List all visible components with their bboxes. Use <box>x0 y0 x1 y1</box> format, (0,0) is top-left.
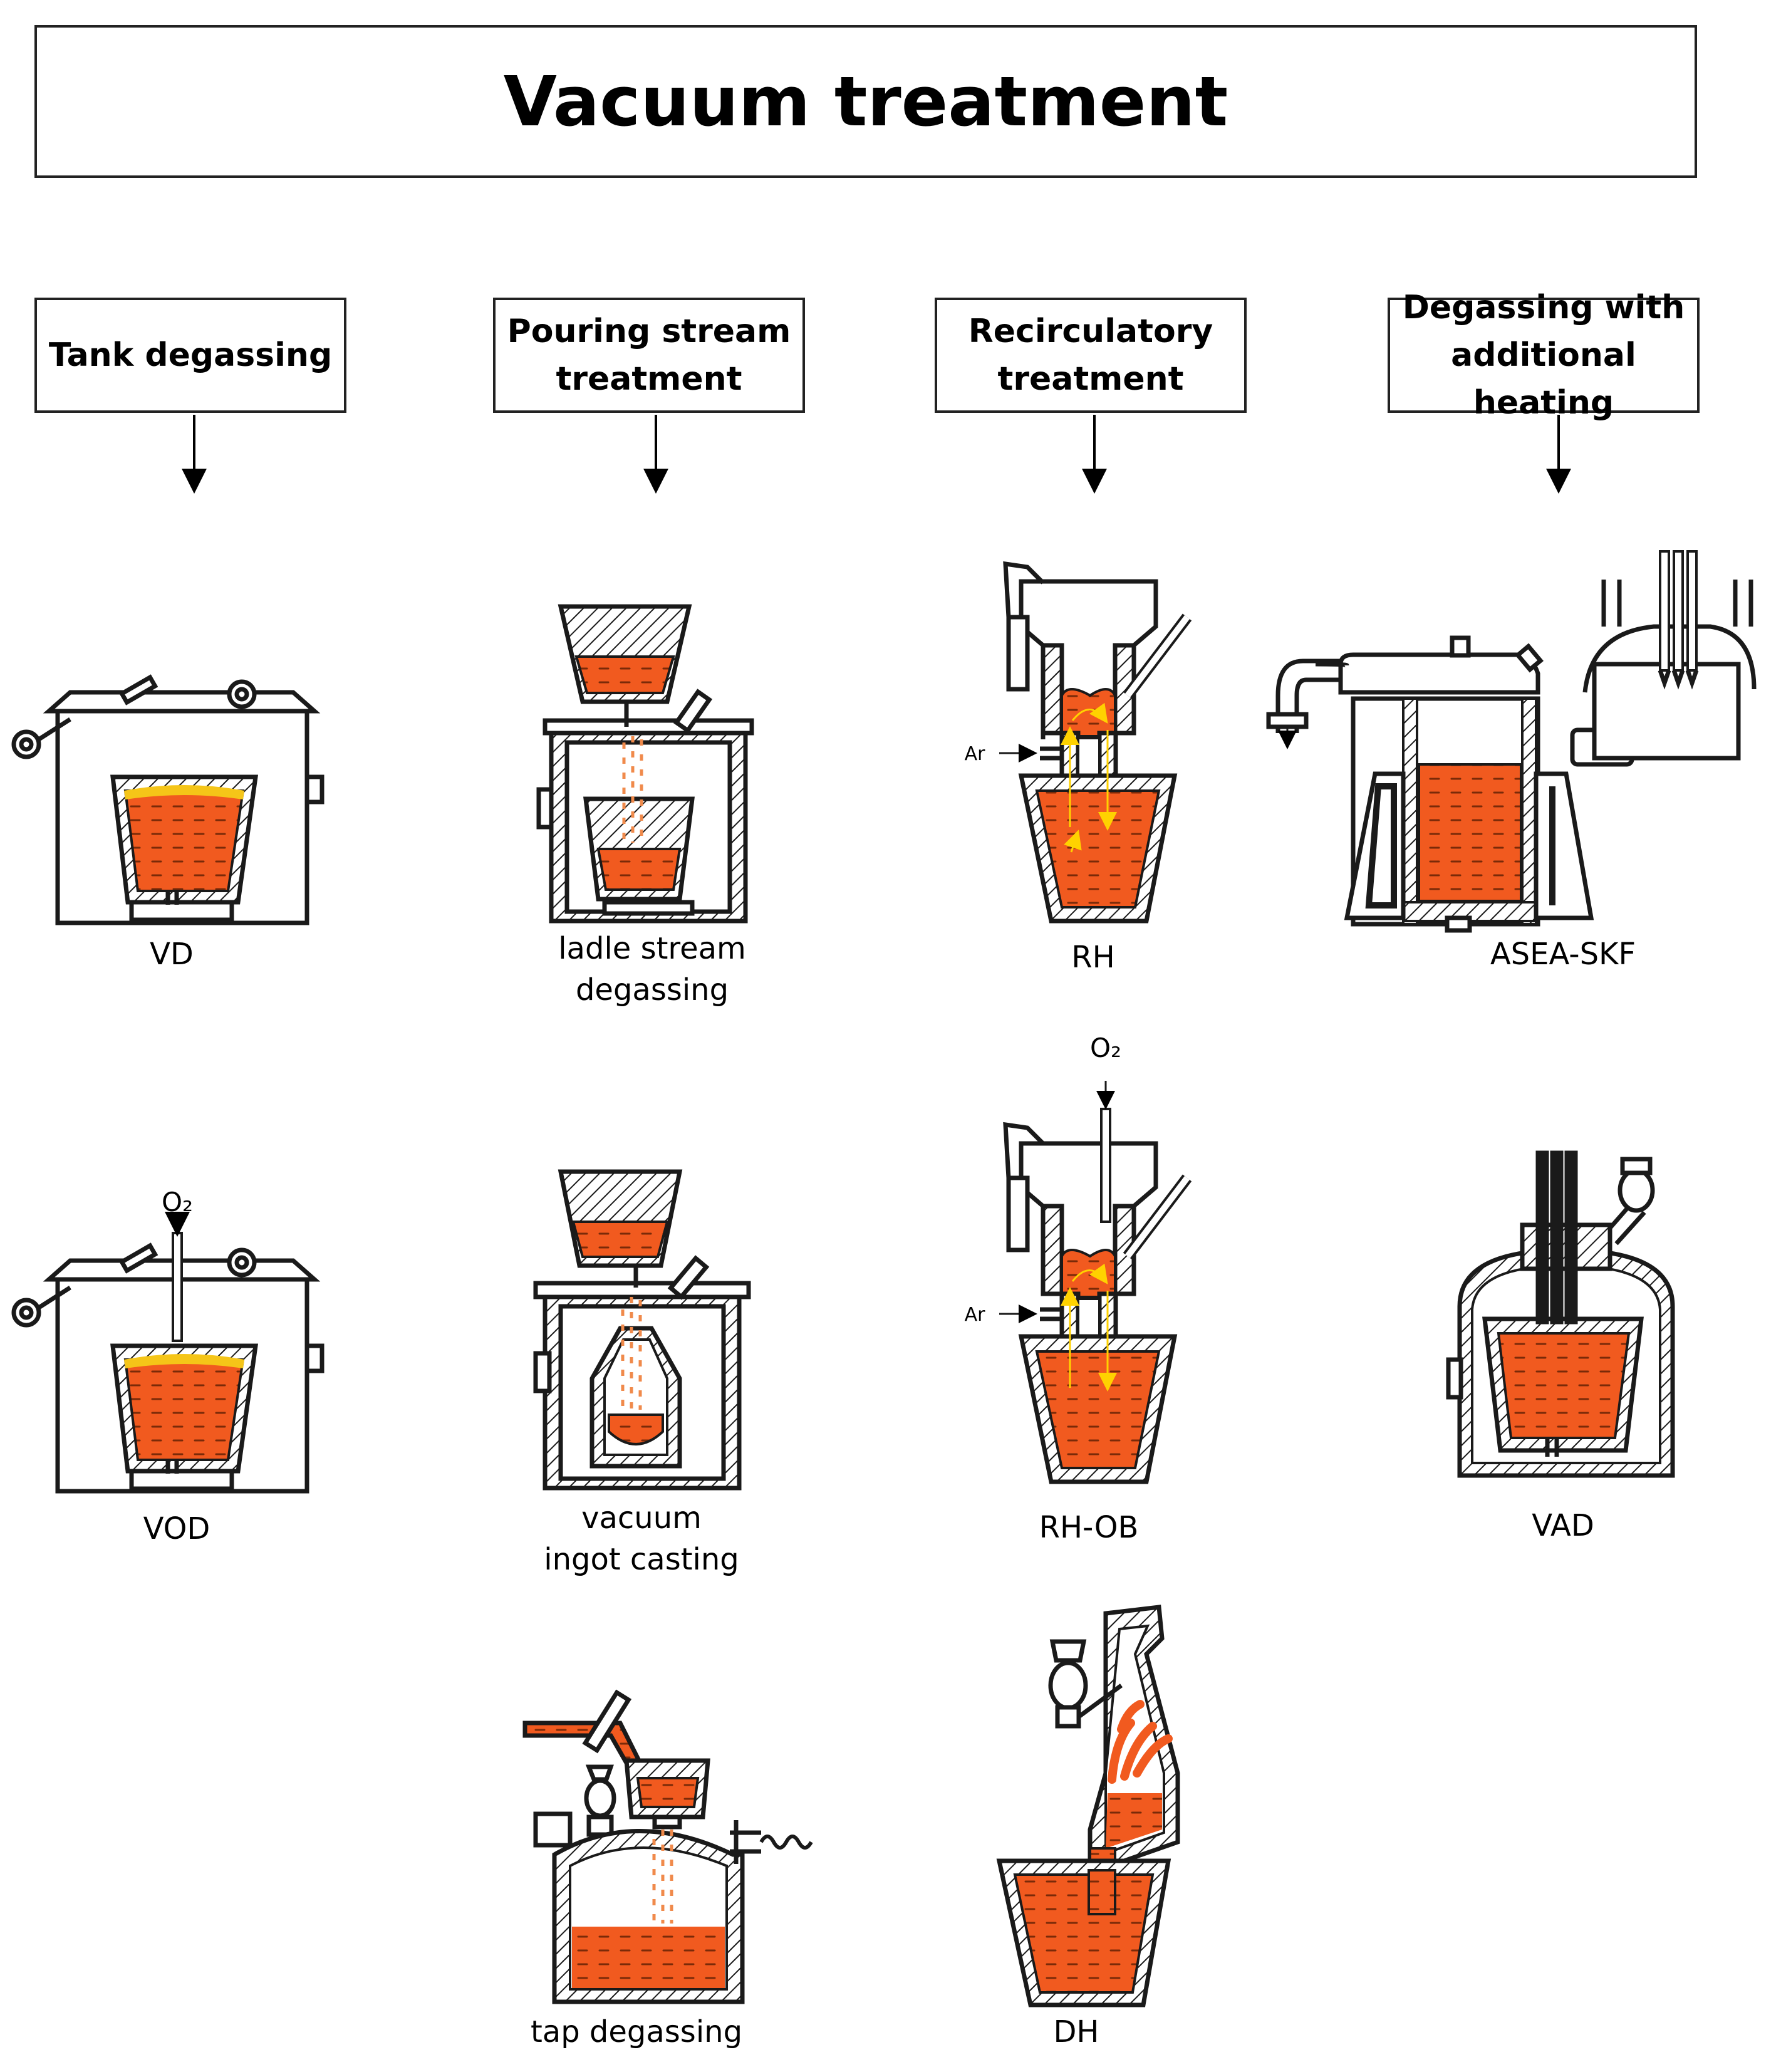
label-rh: RH <box>1071 940 1115 975</box>
vad-illustration <box>1446 1150 1675 1478</box>
ar-label: Ar <box>964 1304 985 1326</box>
category-label: Pouring stream <box>507 313 791 350</box>
label-vod: VOD <box>143 1511 210 1546</box>
title-box: Vacuum treatment <box>34 25 1697 178</box>
ar-label: Ar <box>964 743 985 765</box>
asea-skf-illustration <box>1266 550 1757 933</box>
category-label-2: additional heating <box>1451 336 1636 422</box>
category-recirculatory: Recirculatory treatment <box>935 298 1247 413</box>
rhob-flow-arrows <box>1061 1263 1117 1392</box>
label-rhob: RH-OB <box>1039 1510 1139 1545</box>
pouring-stream-dashes <box>622 736 643 843</box>
label-vad: VAD <box>1532 1508 1594 1543</box>
label-tap-degassing: tap degassing <box>530 2014 743 2049</box>
category-label: Recirculatory <box>968 313 1213 350</box>
o2-label: O₂ <box>162 1187 193 1217</box>
label-asea-skf: ASEA-SKF <box>1490 937 1636 972</box>
rh-illustration <box>999 561 1192 924</box>
rh-flow-arrows <box>1061 702 1117 853</box>
category-label-2: treatment <box>997 360 1184 398</box>
ladle-stream-illustration <box>536 604 754 924</box>
category-tank-degassing: Tank degassing <box>34 298 346 413</box>
diagram-title: Vacuum treatment <box>503 61 1228 142</box>
ingot-stream-dashes <box>621 1297 642 1410</box>
category-label-2: treatment <box>556 360 742 398</box>
vacuum-ingot-illustration <box>533 1169 751 1491</box>
category-additional-heating: Degassing with additional heating <box>1388 289 1700 422</box>
vd-tank-illustration <box>11 674 325 925</box>
label-vd: VD <box>150 937 194 972</box>
tap-stream-dashes <box>652 1830 673 1924</box>
dh-splash-marks <box>1108 1700 1173 1784</box>
label-dh: DH <box>1053 2014 1099 2049</box>
dh-illustration <box>996 1605 1180 2007</box>
rhob-illustration <box>999 1081 1192 1484</box>
o2-label: O₂ <box>1090 1033 1121 1063</box>
vod-tank-illustration <box>11 1212 325 1494</box>
category-pouring-stream: Pouring stream treatment <box>493 298 805 413</box>
category-arrows <box>182 415 1571 494</box>
category-label: Degassing with <box>1402 289 1685 326</box>
category-label: Tank degassing <box>48 336 333 374</box>
tap-degassing-illustration <box>522 1689 813 2004</box>
